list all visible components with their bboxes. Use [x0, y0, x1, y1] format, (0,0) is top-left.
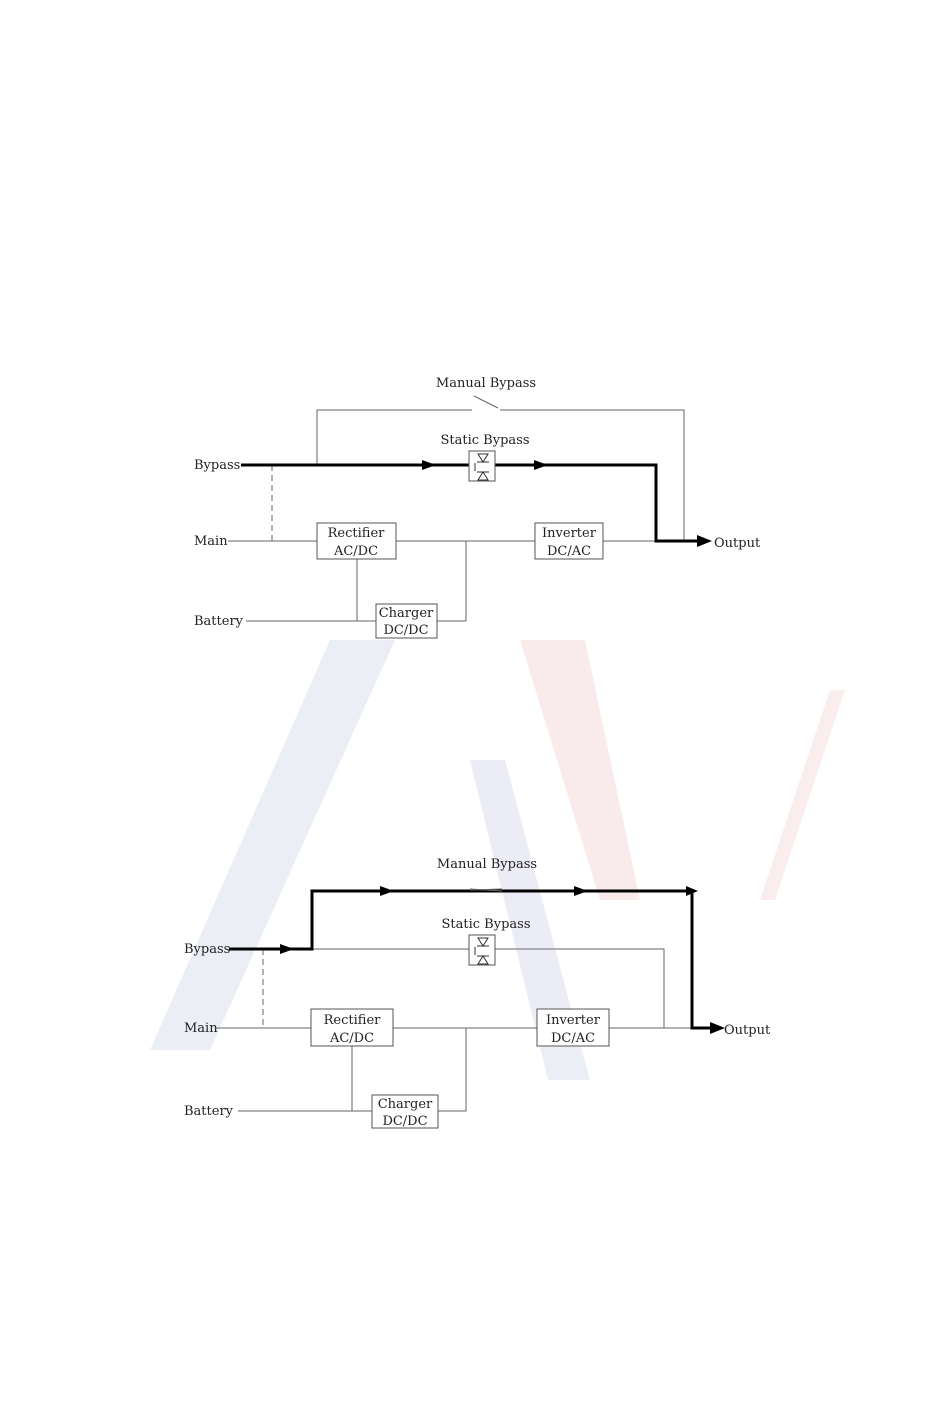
output-label: Output — [724, 1023, 771, 1038]
output-arrow — [710, 1022, 725, 1034]
inverter-name: Inverter — [542, 526, 597, 541]
charger-type: DC/DC — [382, 1114, 427, 1129]
flow-arrow — [422, 460, 436, 470]
manual-bypass-switch-blade — [474, 396, 498, 408]
output-arrow — [697, 535, 712, 547]
flow-arrow — [280, 944, 294, 954]
charger-dc-bus-link — [438, 1028, 466, 1111]
rectifier-type: AC/DC — [329, 1031, 374, 1046]
inverter-type: DC/AC — [551, 1031, 595, 1046]
static-bypass-label: Static Bypass — [442, 917, 531, 932]
main-input-label: Main — [184, 1021, 218, 1036]
static-bypass-label: Static Bypass — [441, 433, 530, 448]
diagram-static-bypass-mode: Manual Bypass Static Bypass Bypass Main … — [194, 376, 761, 638]
flow-arrow — [380, 886, 394, 896]
bypass-input-label: Bypass — [184, 942, 230, 957]
static-bypass-switch-icon — [469, 451, 495, 481]
charger-dc-bus-link — [437, 541, 466, 621]
battery-input-label: Battery — [184, 1104, 234, 1119]
static-bypass-switch-icon — [469, 935, 495, 965]
rectifier-name: Rectifier — [324, 1013, 382, 1028]
manual-bypass-label: Manual Bypass — [436, 376, 536, 391]
charger-name: Charger — [379, 606, 434, 621]
battery-input-label: Battery — [194, 614, 244, 629]
charger-type: DC/DC — [383, 623, 428, 638]
bypass-input-label: Bypass — [194, 458, 240, 473]
rectifier-name: Rectifier — [328, 526, 386, 541]
rectifier-type: AC/DC — [333, 544, 378, 559]
flow-arrow — [534, 460, 548, 470]
output-label: Output — [714, 536, 761, 551]
inverter-name: Inverter — [546, 1013, 601, 1028]
charger-name: Charger — [378, 1097, 433, 1112]
main-input-label: Main — [194, 534, 228, 549]
inverter-type: DC/AC — [547, 544, 591, 559]
manual-bypass-label: Manual Bypass — [437, 857, 537, 872]
flow-arrow — [574, 886, 588, 896]
